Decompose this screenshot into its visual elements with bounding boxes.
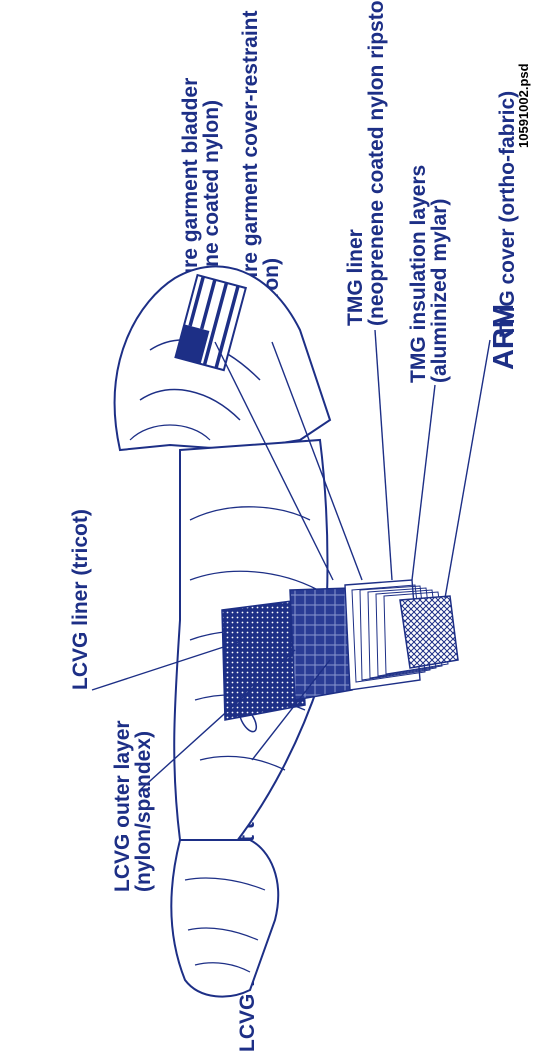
tmg-cover-swatch <box>400 596 458 668</box>
leader-tmg-insulation <box>412 385 435 580</box>
glove-outline <box>171 840 278 997</box>
layer-stack <box>345 580 458 690</box>
leader-tmg-cover <box>445 340 490 598</box>
lcvg-tubing-swatch <box>290 588 352 700</box>
leader-tmg-liner <box>375 330 392 580</box>
